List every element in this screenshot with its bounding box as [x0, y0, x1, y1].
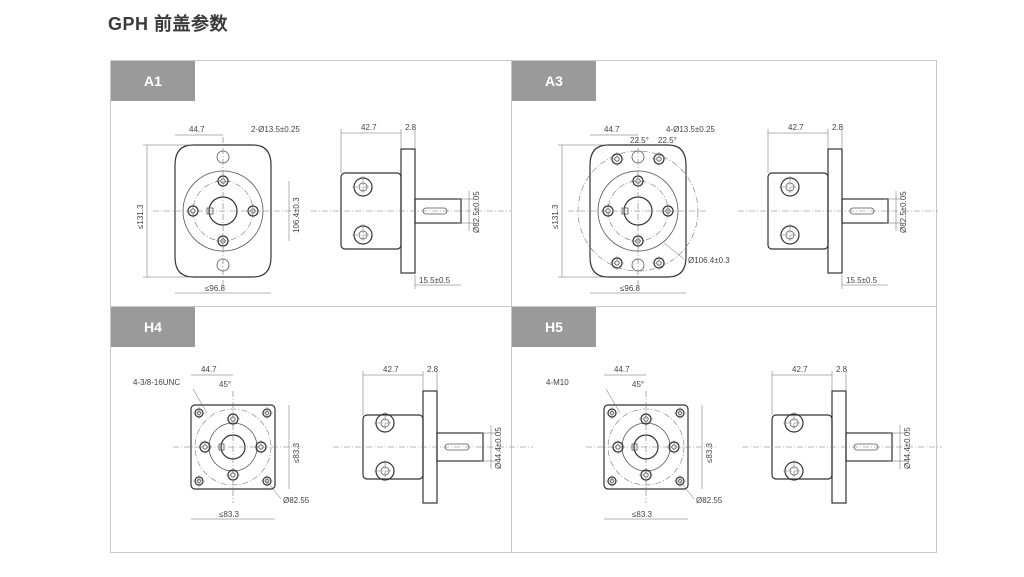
- page-title: GPH 前盖参数: [108, 14, 229, 34]
- h4-side-label-28: 2.8: [427, 365, 439, 374]
- a1-front-flange-outline: [174, 144, 272, 278]
- a3-front-pcd-leader: [663, 242, 685, 260]
- h4-front-label-pcd: Ø82.55: [283, 496, 310, 505]
- a1-side-label-shaftdia: Ø82.5±0.05: [472, 191, 481, 233]
- a1-side-label-42: 42.7: [361, 123, 377, 132]
- a1-front-label-96: ≤96.8: [205, 284, 226, 293]
- h5-side-label-42: 42.7: [792, 365, 808, 374]
- panel-tag-a3: A3: [512, 61, 596, 101]
- a3-front-label-a1: 22.5°: [630, 136, 649, 145]
- h4-front-label-holes: 4-3/8-16UNC: [133, 378, 180, 387]
- h5-front-label-pcd: Ø82.55: [696, 496, 723, 505]
- h4-front-holes-leader: [192, 388, 208, 414]
- h4-front-pcd-leader: [266, 480, 282, 500]
- panel-tag-h5: H5: [512, 307, 596, 347]
- h5-front-label-44: 44.7: [614, 365, 630, 374]
- h4-front-label-44: 44.7: [201, 365, 217, 374]
- a3-front-label-holes: 4-Ø13.5±0.25: [666, 125, 715, 134]
- h5-front-label-83v: ≤83.3: [705, 442, 714, 463]
- a3-front-label-44: 44.7: [604, 125, 620, 134]
- h4-front-label-83h: ≤83.3: [219, 510, 240, 519]
- h5-front-label-holes: 4-M10: [546, 378, 569, 387]
- h4-side-label-42: 42.7: [383, 365, 399, 374]
- h5-side-label-shaftdia: Ø44.4±0.05: [903, 427, 912, 469]
- panel-tag-h4: H4: [111, 307, 195, 347]
- h5-front-holes-leader: [605, 388, 621, 414]
- h5-front-pcd-leader: [679, 480, 695, 500]
- h4-front-label-ang: 45°: [219, 380, 231, 389]
- a1-front-label-44: 44.7: [189, 125, 205, 134]
- a1-front-label-pcd: 106.4±0.3: [292, 197, 301, 233]
- a3-side-label-shaftdia: Ø82.5±0.05: [899, 191, 908, 233]
- a3-front-label-131: ≤131.3: [551, 204, 560, 229]
- a1-side-label-28: 2.8: [405, 123, 417, 132]
- h4-side-label-shaftdia: Ø44.4±0.05: [494, 427, 503, 469]
- a3-front-label-96: ≤96.8: [620, 284, 641, 293]
- diagram-a3: 44.7 4-Ø13.5±0.25 22.5° 22.5° ≤131.3Ø106.4±0…: [551, 123, 938, 294]
- a3-side-label-28: 2.8: [832, 123, 844, 132]
- a1-side-label-155: 15.5±0.5: [419, 276, 451, 285]
- a3-front-label-a2: 22.5°: [658, 136, 677, 145]
- a3-front-flange-outline: [589, 144, 687, 278]
- panel-tag-a1: A1: [111, 61, 195, 101]
- h5-front-label-ang: 45°: [632, 380, 644, 389]
- a3-side-label-155: 15.5±0.5: [846, 276, 878, 285]
- h5-side-label-28: 2.8: [836, 365, 848, 374]
- h5-front-label-83h: ≤83.3: [632, 510, 653, 519]
- a1-front-label-holes: 2-Ø13.5±0.25: [251, 125, 300, 134]
- h4-front-label-83v: ≤83.3: [292, 442, 301, 463]
- diagram-a1: 44.7 2-Ø13.5±0.25 ≤131.3 106.4±0.3 ≤96.8 42.7…: [136, 123, 511, 294]
- a3-front-label-pcd: Ø106.4±0.3: [688, 256, 730, 265]
- a3-side-label-42: 42.7: [788, 123, 804, 132]
- a1-front-label-131: ≤131.3: [136, 204, 145, 229]
